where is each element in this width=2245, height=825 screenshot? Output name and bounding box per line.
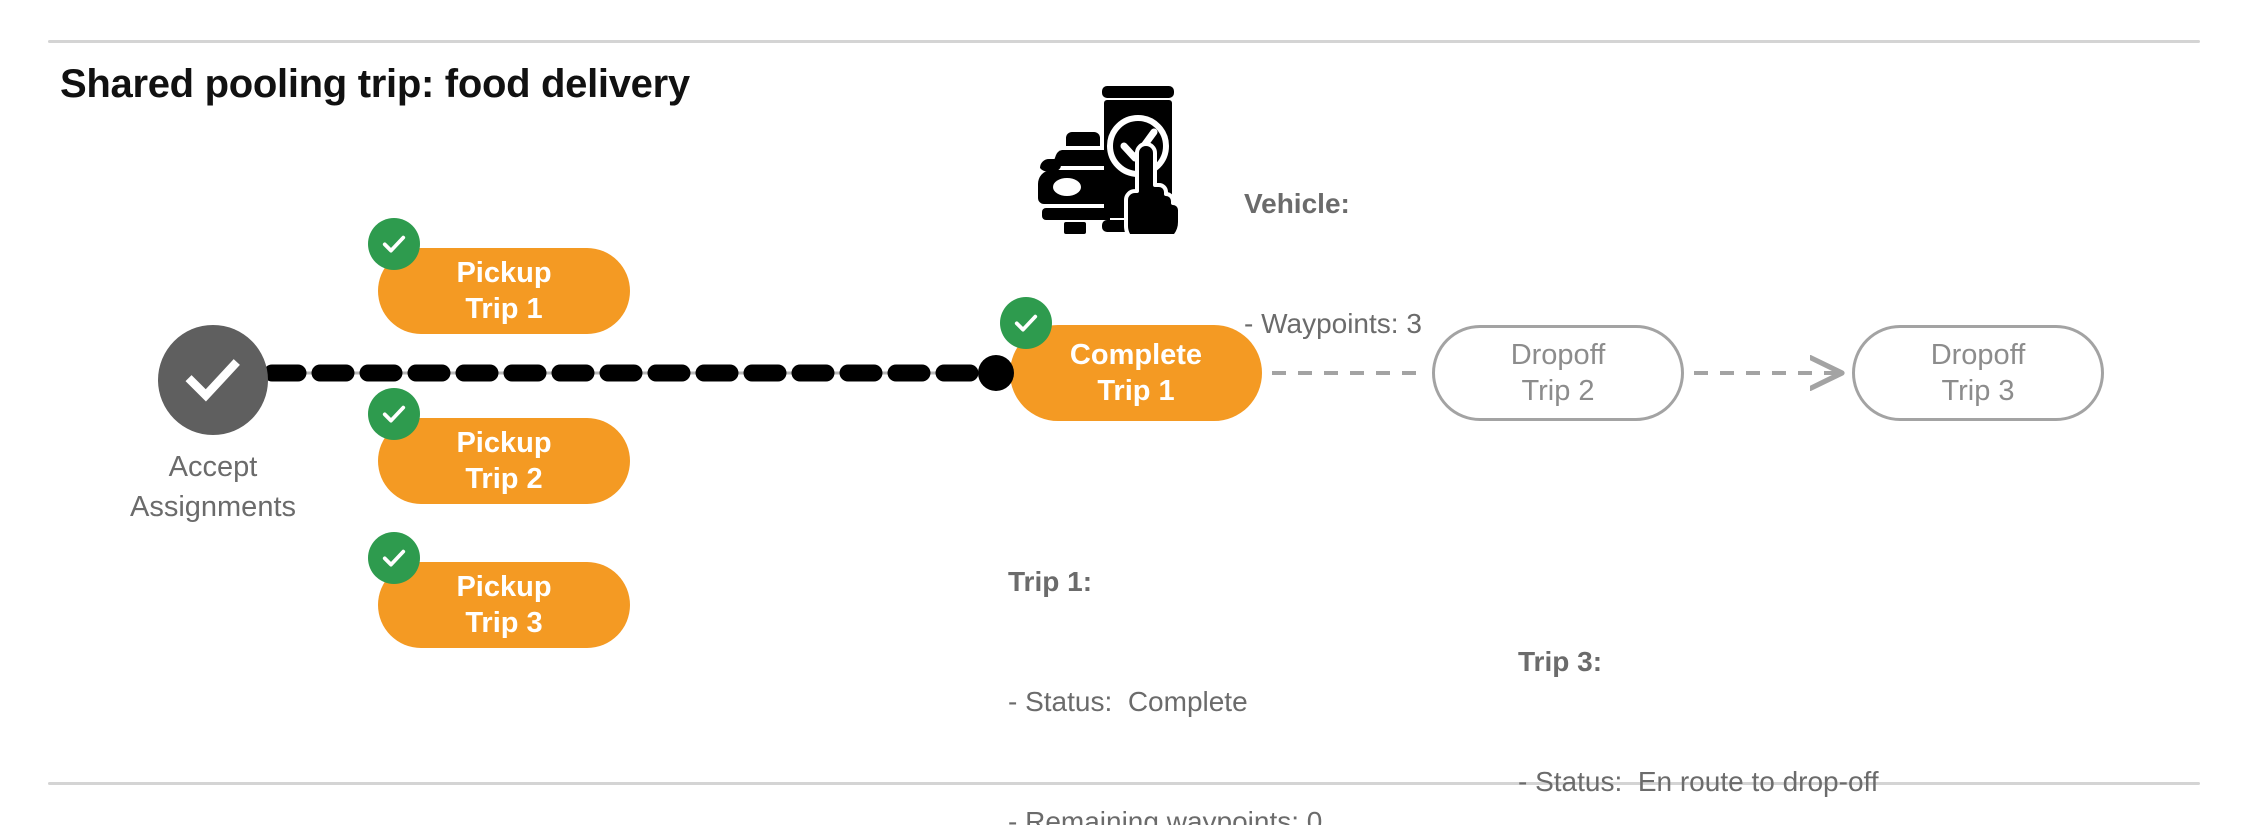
vehicle-info-heading: Vehicle: (1244, 188, 1350, 219)
complete-1-line2: Trip 1 (1097, 375, 1175, 407)
dropoff-2-line2: Trip 2 (1521, 375, 1595, 407)
trip-3-heading: Trip 3: (1518, 646, 1603, 677)
edge-terminal-dot (978, 355, 1014, 391)
check-badge-icon-pickup-1 (368, 218, 420, 270)
node-dropoff-trip-2[interactable]: Dropoff Trip 2 (1432, 325, 1684, 421)
node-dropoff-trip-3[interactable]: Dropoff Trip 3 (1852, 325, 2104, 421)
node-pickup-trip-2[interactable]: Pickup Trip 2 (378, 418, 630, 504)
pickup-3-line1: Pickup (456, 571, 552, 603)
pickup-2-line1: Pickup (456, 427, 552, 459)
page-title: Shared pooling trip: food delivery (60, 62, 690, 106)
car-phone-check-icon (1034, 84, 1194, 246)
trip-3-status: - Status: En route to drop-off (1518, 766, 1879, 797)
accept-label-line1: Accept (168, 451, 258, 483)
divider-top (48, 40, 2200, 43)
trip-1-status: - Status: Complete (1008, 686, 1248, 717)
dropoff-2-line1: Dropoff (1510, 339, 1606, 371)
dropoff-3-line2: Trip 3 (1941, 375, 2015, 407)
trip-1-remaining-waypoints: - Remaining waypoints: 0 (1008, 806, 1323, 825)
node-pickup-trip-1[interactable]: Pickup Trip 1 (378, 248, 630, 334)
trip-details-left-column: Trip 1: - Status: Complete - Remaining w… (1008, 482, 1369, 825)
check-circle-icon (158, 325, 268, 435)
pickup-3-line2: Trip 3 (465, 607, 543, 639)
accept-label-line2: Assignments (129, 491, 296, 523)
check-badge-icon-pickup-3 (368, 532, 420, 584)
check-badge-icon-pickup-2 (368, 388, 420, 440)
vehicle-info-waypoints: - Waypoints: 3 (1244, 308, 1422, 339)
complete-1-line1: Complete (1069, 339, 1203, 371)
node-complete-trip-1[interactable]: Complete Trip 1 (1010, 325, 1262, 421)
pickup-1-line1: Pickup (456, 257, 552, 289)
divider-bottom (48, 782, 2200, 785)
node-accept-assignments[interactable]: Accept Assignments (130, 325, 296, 523)
dropoff-3-line1: Dropoff (1930, 339, 2026, 371)
pickup-1-line2: Trip 1 (465, 293, 543, 325)
pickup-2-line2: Trip 2 (465, 463, 543, 495)
node-accept-label: Accept Assignments (98, 447, 328, 527)
trip-1-heading: Trip 1: (1008, 566, 1093, 597)
trip-details-right-column: Trip 3: - Status: En route to drop-off -… (1518, 562, 1879, 825)
vehicle-info-block: Vehicle: - Waypoints: 3 (1244, 104, 1422, 424)
node-pickup-trip-3[interactable]: Pickup Trip 3 (378, 562, 630, 648)
check-badge-icon-complete-1 (1000, 297, 1052, 349)
